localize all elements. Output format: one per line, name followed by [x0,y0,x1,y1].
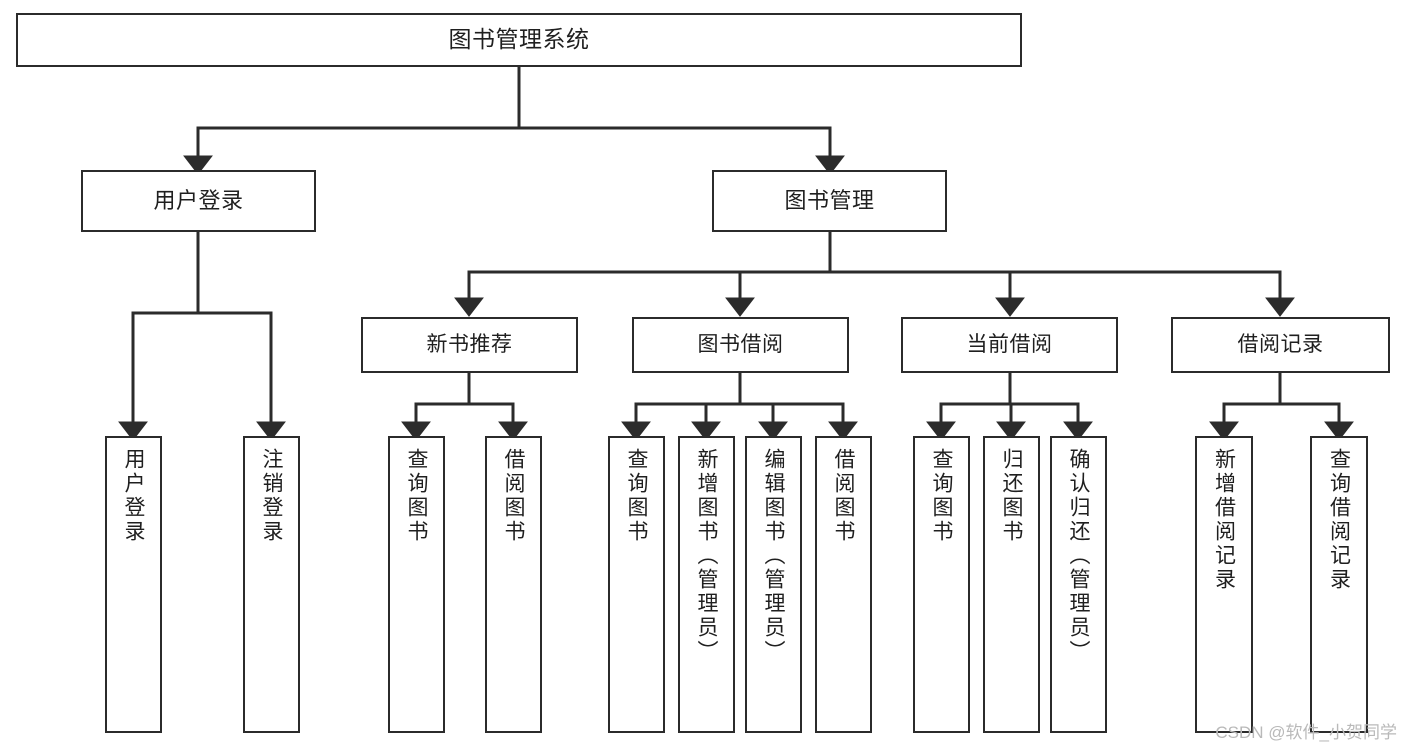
node-label: 图书借阅 [697,333,784,357]
leaf-record-query-record[interactable]: 查询借阅记录 [1310,436,1368,733]
leaf-borrow-lend-book[interactable]: 借阅图书 [815,436,872,733]
csdn-watermark: CSDN @软件_小贺同学 [1215,723,1397,742]
leaf-current-return-book[interactable]: 归还图书 [983,436,1040,733]
node-label: 归还图书 [1000,448,1023,544]
node-label: 用户登录 [153,187,244,213]
node-label: 借阅图书 [832,448,855,544]
node-label: 用户登录 [122,448,145,544]
leaf-current-confirm-return[interactable]: 确认归还（管理员） [1050,436,1107,733]
leaf-newbook-query-book[interactable]: 查询图书 [388,436,445,733]
leaf-borrow-query-book[interactable]: 查询图书 [608,436,665,733]
node-current-borrow[interactable]: 当前借阅 [901,317,1118,373]
leaf-current-query-book[interactable]: 查询图书 [913,436,970,733]
node-book-borrow[interactable]: 图书借阅 [632,317,849,373]
node-label: 新增借阅记录 [1212,448,1236,592]
leaf-user-logout[interactable]: 注销登录 [243,436,300,733]
node-book-management[interactable]: 图书管理 [712,170,947,232]
node-label: 借阅图书 [502,448,525,544]
node-new-book-recommend[interactable]: 新书推荐 [361,317,578,373]
node-label: 新书推荐 [426,333,513,357]
node-label: 查询借阅记录 [1327,448,1351,592]
node-label: 查询图书 [405,448,428,544]
node-label: 借阅记录 [1237,333,1324,357]
node-label: 编辑图书（管理员） [762,448,785,664]
leaf-user-login[interactable]: 用户登录 [105,436,162,733]
node-borrow-record[interactable]: 借阅记录 [1171,317,1390,373]
node-label: 图书管理 [784,187,875,213]
node-label: 查询图书 [930,448,953,544]
leaf-borrow-add-book[interactable]: 新增图书（管理员） [678,436,735,733]
leaf-newbook-borrow-book[interactable]: 借阅图书 [485,436,542,733]
node-label: 图书管理系统 [448,26,590,53]
node-user-login[interactable]: 用户登录 [81,170,316,232]
leaf-record-add-record[interactable]: 新增借阅记录 [1195,436,1253,733]
leaf-borrow-edit-book[interactable]: 编辑图书（管理员） [745,436,802,733]
node-label: 注销登录 [260,448,283,544]
node-root-system[interactable]: 图书管理系统 [16,13,1022,67]
node-label: 新增图书（管理员） [695,448,718,664]
node-label: 当前借阅 [966,333,1053,357]
node-label: 查询图书 [625,448,648,544]
node-label: 确认归还（管理员） [1067,448,1090,664]
